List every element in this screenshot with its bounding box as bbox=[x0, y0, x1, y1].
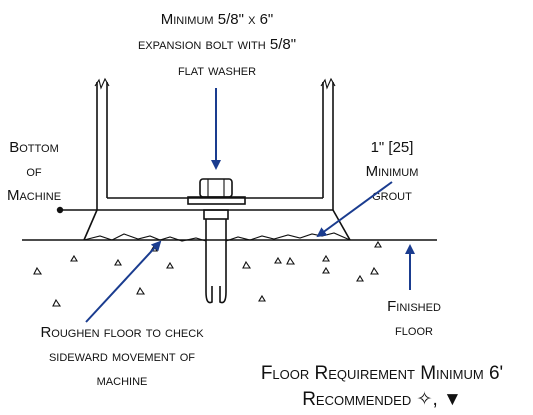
bolt-label-line1: Minimum 5/8" x 6" bbox=[161, 11, 274, 28]
machine-frame bbox=[60, 77, 336, 211]
expansion-bolt bbox=[187, 178, 246, 304]
bottom-of-machine-dot bbox=[56, 206, 64, 214]
caption-line2: Recommended ✧, ▼ bbox=[302, 389, 462, 410]
bolt-label: Minimum 5/8" x 6" expansion bolt with 5/… bbox=[138, 11, 296, 79]
roughen-label-line1: Roughen floor to check bbox=[40, 324, 204, 341]
roughen-floor-label: Roughen floor to check sideward movement… bbox=[40, 324, 204, 389]
bottom-label-line1: Bottom bbox=[9, 139, 59, 156]
roughen-label-line3: machine bbox=[97, 372, 148, 389]
bottom-of-machine-label: Bottom of Machine bbox=[7, 139, 61, 204]
grout-label-line1: 1" [25] bbox=[371, 139, 414, 156]
finished-floor-label: Finished floor bbox=[387, 298, 441, 339]
roughen-arrow bbox=[85, 240, 162, 323]
bolt-label-line3: flat washer bbox=[178, 62, 256, 79]
bottom-label-line2: of bbox=[26, 163, 42, 180]
grout bbox=[83, 209, 351, 242]
concrete-texture bbox=[33, 240, 382, 307]
finished-label-line1: Finished bbox=[387, 298, 441, 315]
grout-label-line2: Minimum bbox=[366, 163, 419, 180]
finished-label-line2: floor bbox=[395, 322, 433, 339]
grout-label-line3: grout bbox=[372, 187, 412, 204]
caption-line1: Floor Requirement Minimum 6' bbox=[261, 363, 503, 384]
bolt-label-line2: expansion bolt with 5/8" bbox=[138, 36, 296, 53]
grout-arrow bbox=[316, 181, 393, 238]
grout-label: 1" [25] Minimum grout bbox=[366, 139, 419, 204]
bottom-label-line3: Machine bbox=[7, 187, 61, 204]
roughen-label-line2: sideward movement of bbox=[49, 348, 195, 365]
caption: Floor Requirement Minimum 6' Recommended… bbox=[261, 363, 503, 410]
